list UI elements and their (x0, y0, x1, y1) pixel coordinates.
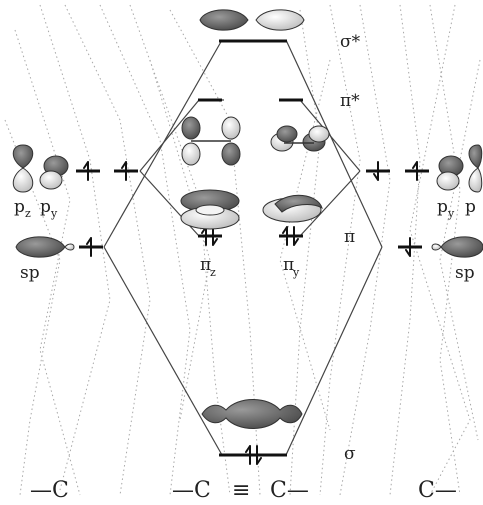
left-pz-orbital (12, 144, 34, 193)
bottom-triple-bond: ≡ (232, 478, 250, 501)
pi-star-y-orbital (270, 125, 330, 152)
electron-right-sp (405, 237, 411, 257)
pi-z-orbital (180, 189, 240, 230)
left-pz-label-sub: z (25, 207, 31, 220)
electron-left-sp (86, 237, 92, 257)
right-py-label-base: p (437, 197, 448, 217)
connector-lines (103, 39, 383, 456)
electron-pair-sigma (245, 445, 262, 465)
sigma-label: σ (344, 444, 356, 464)
pi-label: π (344, 227, 355, 247)
pi-z-label-base: π (200, 255, 211, 275)
electron-right-p1 (373, 161, 379, 181)
left-pz-label-base: p (14, 197, 25, 217)
right-pz-label-base: p (465, 197, 476, 217)
pi-y-label-sub: y (292, 266, 300, 279)
sigma-star-label: σ* (340, 32, 361, 52)
right-pz-orbital (468, 144, 483, 193)
left-py-label-sub: y (50, 207, 58, 220)
pi-y-orbital (262, 194, 323, 223)
electron-pair-pi-y (282, 226, 299, 246)
right-py-orbital (436, 155, 464, 191)
left-sp-orbital (15, 236, 75, 258)
bottom-center-left-atom: —C (172, 478, 211, 501)
electron-right-p2 (412, 161, 418, 181)
pi-star-label: π* (340, 91, 360, 111)
bottom-left-atom: —C (30, 478, 69, 501)
bottom-right-atom: C— (418, 478, 457, 501)
pi-z-label-sub: z (210, 266, 216, 279)
right-sp-label: sp (455, 263, 475, 283)
pi-star-z-orbital (181, 116, 241, 166)
sigma-orbital (201, 399, 303, 429)
right-sp-orbital (431, 236, 483, 258)
electron-left-p2 (121, 161, 127, 181)
electron-left-p1 (83, 161, 89, 181)
right-py-label-sub: y (447, 207, 455, 220)
left-sp-label: sp (20, 263, 40, 283)
left-py-orbital (39, 155, 69, 190)
electron-pair-pi-z (201, 226, 218, 246)
energy-levels (76, 39, 429, 457)
electron-arrows (83, 161, 418, 465)
bottom-center-right-atom: C— (270, 478, 309, 501)
pi-y-label-base: π (283, 255, 294, 275)
left-py-label-base: p (40, 197, 51, 217)
sigma-star-orbital (199, 9, 305, 31)
